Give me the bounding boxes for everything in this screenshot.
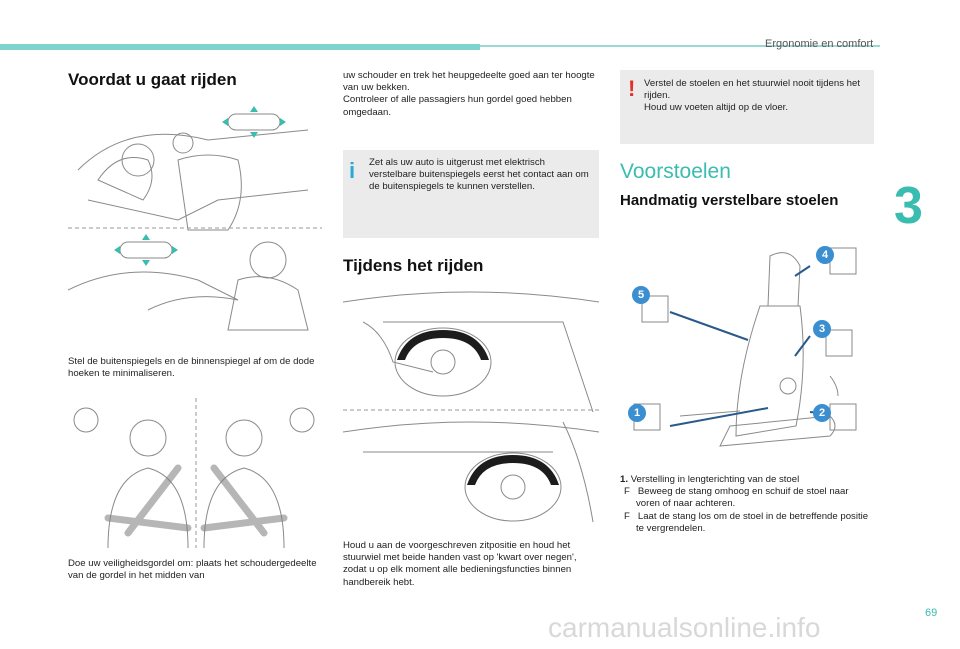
seatbelt-illustration — [73, 398, 315, 548]
bullet-symbol: F — [624, 486, 630, 498]
watermark: carmanualsonline.info — [548, 612, 821, 643]
bullet-2: F Laat de stang los om de stoel in de be… — [620, 511, 874, 535]
page-number: 69 — [925, 607, 938, 619]
badge-3: 3 — [813, 320, 831, 338]
bullet-1-text: Beweeg de stang omhoog en schuif de stoe… — [636, 486, 849, 510]
bullet-symbol: F — [624, 510, 630, 522]
heading-tijdens: Tijdens het rijden — [343, 256, 484, 275]
header-accent-bar — [0, 44, 480, 50]
chapter-number: 3 — [894, 177, 923, 235]
badge-1: 1 — [628, 404, 646, 422]
warning-box: ! Verstel de stoelen en het stuurwiel no… — [620, 70, 874, 144]
warning-text: Verstel de stoelen en het stuurwiel nooi… — [644, 78, 870, 115]
bullet-1: F Beweeg de stang omhoog en schuif de st… — [620, 486, 874, 510]
section-title: Ergonomie en comfort — [765, 38, 874, 50]
seatbelt-continued: uw schouder en trek het heupgedeelte goe… — [343, 70, 595, 94]
warning-line-1: Verstel de stoelen en het stuurwiel nooi… — [644, 78, 860, 102]
item-1: 1. Verstelling in lengterichting van de … — [620, 474, 874, 486]
seatbelt-caption: Doe uw veiligheidsgordel om: plaats het … — [68, 558, 317, 582]
info-icon: i — [349, 158, 356, 183]
mirror-caption: Stel de buitenspiegels en de binnenspieg… — [68, 356, 315, 380]
badge-4: 4 — [816, 246, 834, 264]
section-voorstoelen: Voorstoelen — [620, 160, 731, 183]
passenger-check: Controleer of alle passagiers hun gordel… — [343, 94, 572, 118]
seatbelt-continued-text: uw schouder en trek het heupgedeelte goe… — [343, 70, 599, 119]
instruction-list: 1. Verstelling in lengterichting van de … — [620, 474, 874, 535]
item-1-text: Verstelling in lengterichting van de sto… — [630, 474, 800, 485]
heading-handmatig: Handmatig verstelbare stoelen — [620, 192, 839, 209]
header-accent-line — [480, 45, 880, 47]
item-1-number: 1. — [620, 474, 629, 485]
bullet-2-text: Laat de stang los om de stoel in de betr… — [636, 510, 869, 534]
info-text: Zet als uw auto is uitgerust met elektri… — [369, 157, 589, 193]
seat-illustration — [633, 247, 857, 447]
info-box: i Zet als uw auto is uitgerust met elekt… — [343, 150, 599, 238]
badge-5: 5 — [632, 286, 650, 304]
steering-wheel-illustration — [343, 291, 599, 523]
warning-line-2: Houd uw voeten altijd op de vloer. — [644, 102, 788, 114]
mirror-adjustment-illustration — [68, 106, 322, 331]
heading-voordat: Voordat u gaat rijden — [68, 70, 237, 89]
driving-caption: Houd u aan de voorgeschreven zitpositie … — [343, 540, 577, 588]
warning-icon: ! — [628, 76, 636, 101]
badge-2: 2 — [813, 404, 831, 422]
